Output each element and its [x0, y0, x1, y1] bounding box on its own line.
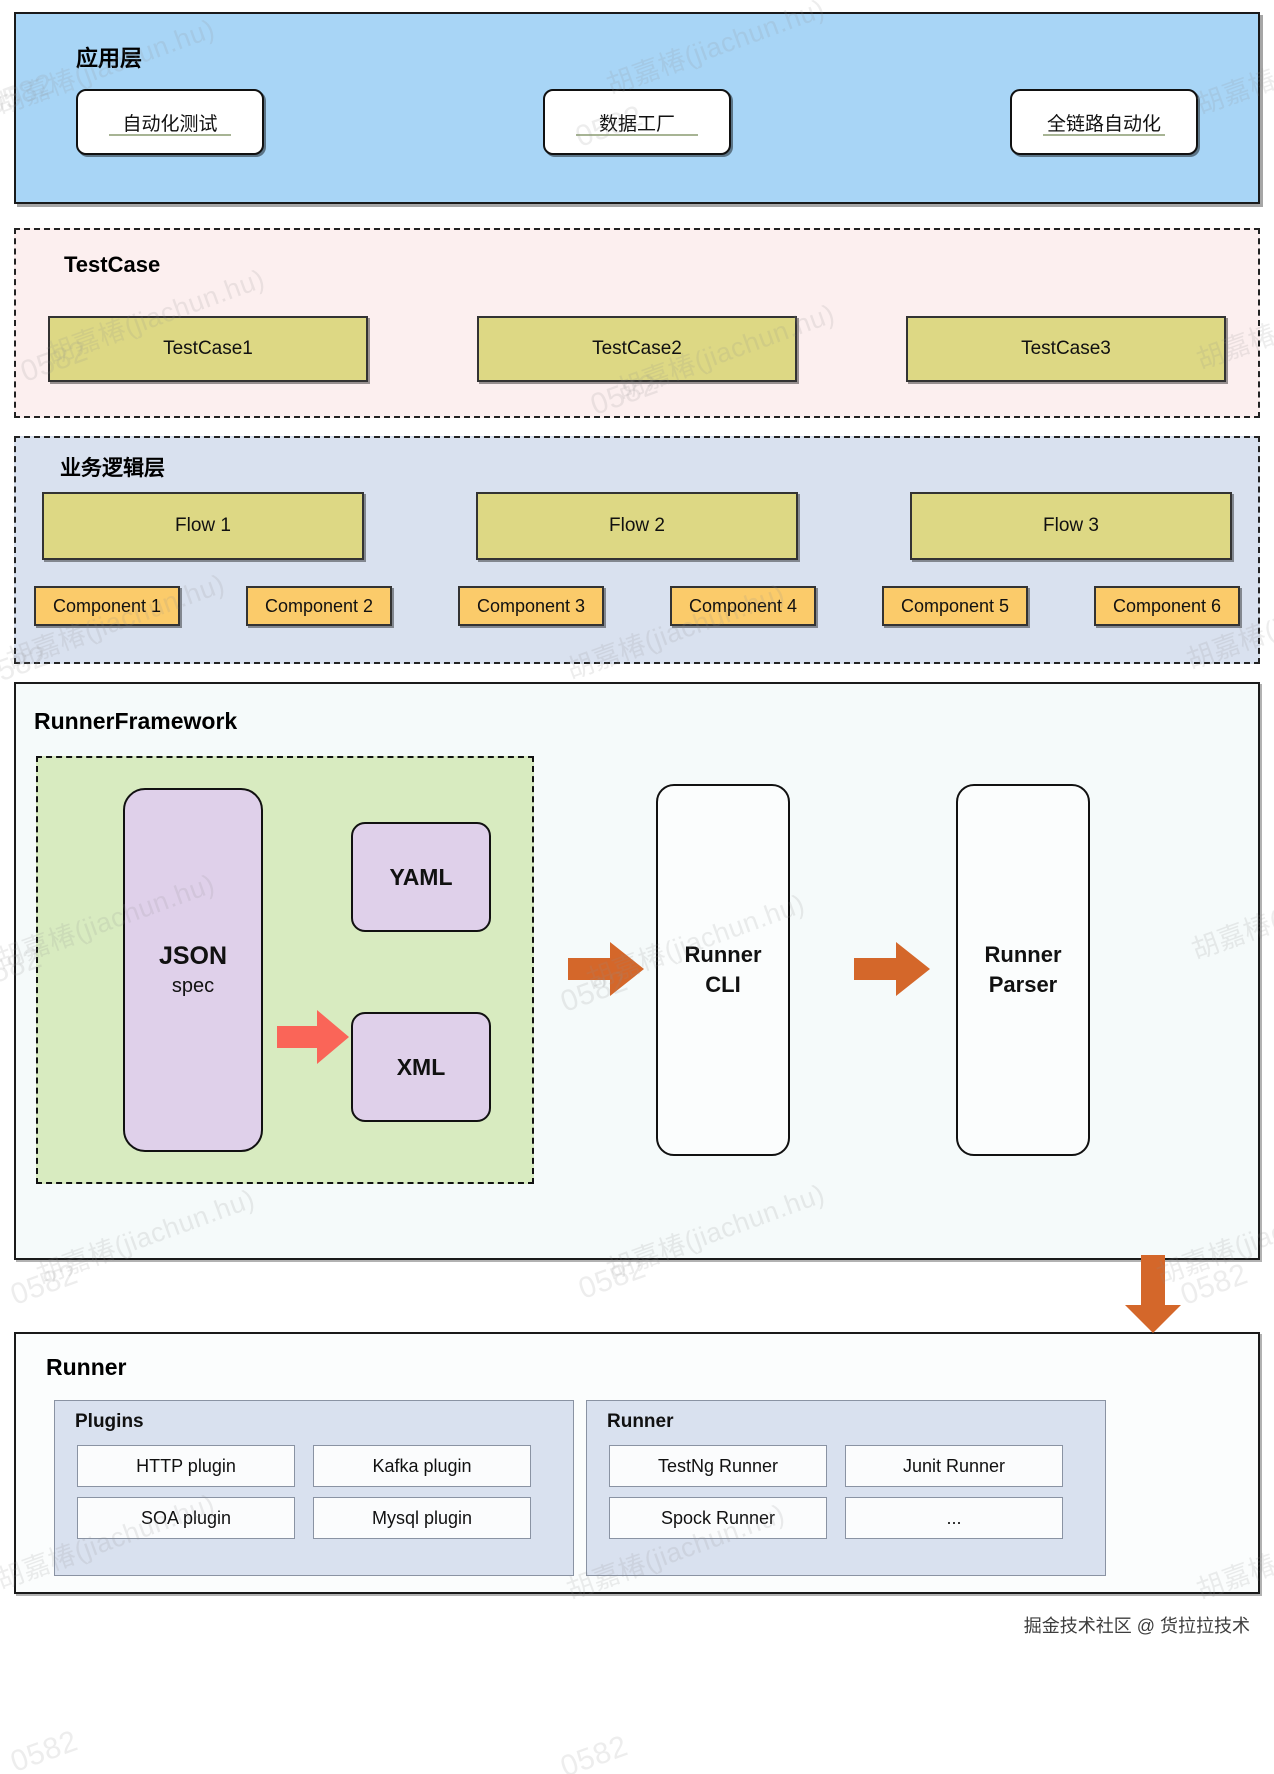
- text-underline: [1043, 134, 1165, 136]
- component-box-3[interactable]: Component 3: [458, 586, 604, 626]
- component-box-6[interactable]: Component 6: [1094, 586, 1240, 626]
- flow-box-label: Flow 1: [175, 515, 231, 536]
- flow-box-1[interactable]: Flow 1: [42, 492, 364, 560]
- app-box-full-link-automation[interactable]: 全链路自动化: [1010, 89, 1198, 155]
- runner-cli-line1: Runner: [684, 942, 762, 968]
- json-spec-subtitle: spec: [171, 975, 215, 997]
- component-box-label: Component 6: [1112, 595, 1222, 616]
- component-box-label: Component 5: [900, 595, 1010, 616]
- plugins-panel-title: Plugins: [75, 1411, 144, 1432]
- component-box-2[interactable]: Component 2: [246, 586, 392, 626]
- plugins-panel-grid: HTTP plugin Kafka plugin SOA plugin Mysq…: [77, 1445, 551, 1539]
- plugins-panel: Plugins HTTP plugin Kafka plugin SOA plu…: [54, 1400, 574, 1576]
- testcase-box-3[interactable]: TestCase3: [906, 316, 1226, 382]
- plugin-item-label: SOA plugin: [140, 1507, 232, 1528]
- runner-section: Runner Plugins HTTP plugin Kafka plugin …: [14, 1332, 1260, 1594]
- app-box-label: 数据工厂: [598, 113, 675, 135]
- flow-box-3[interactable]: Flow 3: [910, 492, 1232, 560]
- arrow-right-icon: [854, 940, 930, 998]
- application-layer-box-row: 自动化测试 数据工厂 全链路自动化: [76, 89, 1198, 155]
- runner-section-title: Runner: [46, 1354, 127, 1380]
- arrow-down-icon: [1124, 1255, 1182, 1333]
- format-box-label: XML: [396, 1053, 446, 1080]
- runner-cli-line2: CLI: [705, 972, 741, 997]
- testcase-box-label: TestCase3: [1021, 338, 1111, 359]
- flow-box-label: Flow 2: [609, 515, 665, 536]
- runner-item-label: Junit Runner: [902, 1455, 1006, 1476]
- flow-box-row: Flow 1 Flow 2 Flow 3: [42, 492, 1232, 560]
- component-box-label: Component 2: [264, 595, 374, 616]
- testcase-box-1[interactable]: TestCase1: [48, 316, 368, 382]
- spec-conversion-zone: JSON spec YAML XML: [36, 756, 534, 1184]
- json-spec-box[interactable]: JSON spec: [123, 788, 263, 1152]
- component-box-1[interactable]: Component 1: [34, 586, 180, 626]
- testcase-layer-section: TestCase TestCase1 TestCase2 TestCase3: [14, 228, 1260, 418]
- runner-item-junit[interactable]: Junit Runner: [845, 1445, 1063, 1487]
- component-box-row: Component 1 Component 2 Component 3 Comp…: [34, 586, 1240, 626]
- runner-item-testng[interactable]: TestNg Runner: [609, 1445, 827, 1487]
- business-logic-layer-section: 业务逻辑层 Flow 1 Flow 2 Flow 3 Component 1 C…: [14, 436, 1260, 664]
- app-box-automation-test[interactable]: 自动化测试: [76, 89, 264, 155]
- plugin-item-label: Mysql plugin: [371, 1507, 473, 1528]
- app-box-label: 全链路自动化: [1046, 113, 1161, 135]
- runner-parser-line2: Parser: [988, 972, 1058, 997]
- flow-box-label: Flow 3: [1043, 515, 1099, 536]
- json-spec-title: JSON: [158, 942, 228, 970]
- runner-item-more[interactable]: ...: [845, 1497, 1063, 1539]
- testcase-box-row: TestCase1 TestCase2 TestCase3: [48, 316, 1226, 382]
- footer-text: 掘金技术社区 @ 货拉拉技术: [1023, 1616, 1250, 1636]
- runners-panel-title: Runner: [607, 1411, 674, 1432]
- component-box-label: Component 4: [688, 595, 798, 616]
- component-box-5[interactable]: Component 5: [882, 586, 1028, 626]
- runner-item-label: TestNg Runner: [657, 1455, 779, 1476]
- flow-box-2[interactable]: Flow 2: [476, 492, 798, 560]
- format-box-yaml[interactable]: YAML: [351, 822, 491, 932]
- runner-cli-box[interactable]: Runner CLI: [656, 784, 790, 1156]
- application-layer-title: 应用层: [76, 46, 143, 71]
- text-underline: [576, 134, 698, 136]
- runners-panel: Runner TestNg Runner Junit Runner Spock …: [586, 1400, 1106, 1576]
- plugin-item-kafka[interactable]: Kafka plugin: [313, 1445, 531, 1487]
- footer-attribution: 掘金技术社区 @ 货拉拉技术: [1024, 1612, 1250, 1638]
- testcase-box-label: TestCase2: [592, 338, 682, 359]
- runner-item-spock[interactable]: Spock Runner: [609, 1497, 827, 1539]
- plugin-item-label: Kafka plugin: [372, 1455, 472, 1476]
- app-box-label: 自动化测试: [122, 113, 218, 135]
- watermark-code: 0582: [1176, 1257, 1253, 1312]
- watermark-code: 0582: [556, 1729, 633, 1774]
- component-box-4[interactable]: Component 4: [670, 586, 816, 626]
- plugin-item-mysql[interactable]: Mysql plugin: [313, 1497, 531, 1539]
- testcase-box-2[interactable]: TestCase2: [477, 316, 797, 382]
- format-box-xml[interactable]: XML: [351, 1012, 491, 1122]
- text-underline: [109, 134, 231, 136]
- plugin-item-soa[interactable]: SOA plugin: [77, 1497, 295, 1539]
- runner-framework-section: RunnerFramework JSON spec YAML XML: [14, 682, 1260, 1260]
- component-box-label: Component 3: [476, 595, 586, 616]
- runner-parser-line1: Runner: [984, 942, 1062, 968]
- runner-parser-box[interactable]: Runner Parser: [956, 784, 1090, 1156]
- format-box-label: YAML: [389, 863, 453, 890]
- application-layer-section: 应用层 自动化测试 数据工厂 全链路自动化: [14, 12, 1260, 204]
- watermark-code: 0582: [6, 1724, 83, 1774]
- testcase-layer-title: TestCase: [64, 252, 161, 277]
- business-logic-layer-title: 业务逻辑层: [60, 457, 165, 480]
- arrow-right-icon: [568, 940, 644, 998]
- testcase-box-label: TestCase1: [163, 338, 253, 359]
- plugin-item-http[interactable]: HTTP plugin: [77, 1445, 295, 1487]
- component-box-label: Component 1: [52, 595, 162, 616]
- runner-framework-title: RunnerFramework: [34, 708, 238, 734]
- arrow-right-icon: [277, 1008, 349, 1066]
- plugin-item-label: HTTP plugin: [136, 1455, 236, 1476]
- app-box-data-factory[interactable]: 数据工厂: [543, 89, 731, 155]
- watermark-code: 0582: [6, 1257, 83, 1312]
- runners-panel-grid: TestNg Runner Junit Runner Spock Runner …: [609, 1445, 1083, 1539]
- runner-item-label: ...: [946, 1507, 962, 1528]
- runner-item-label: Spock Runner: [660, 1507, 776, 1528]
